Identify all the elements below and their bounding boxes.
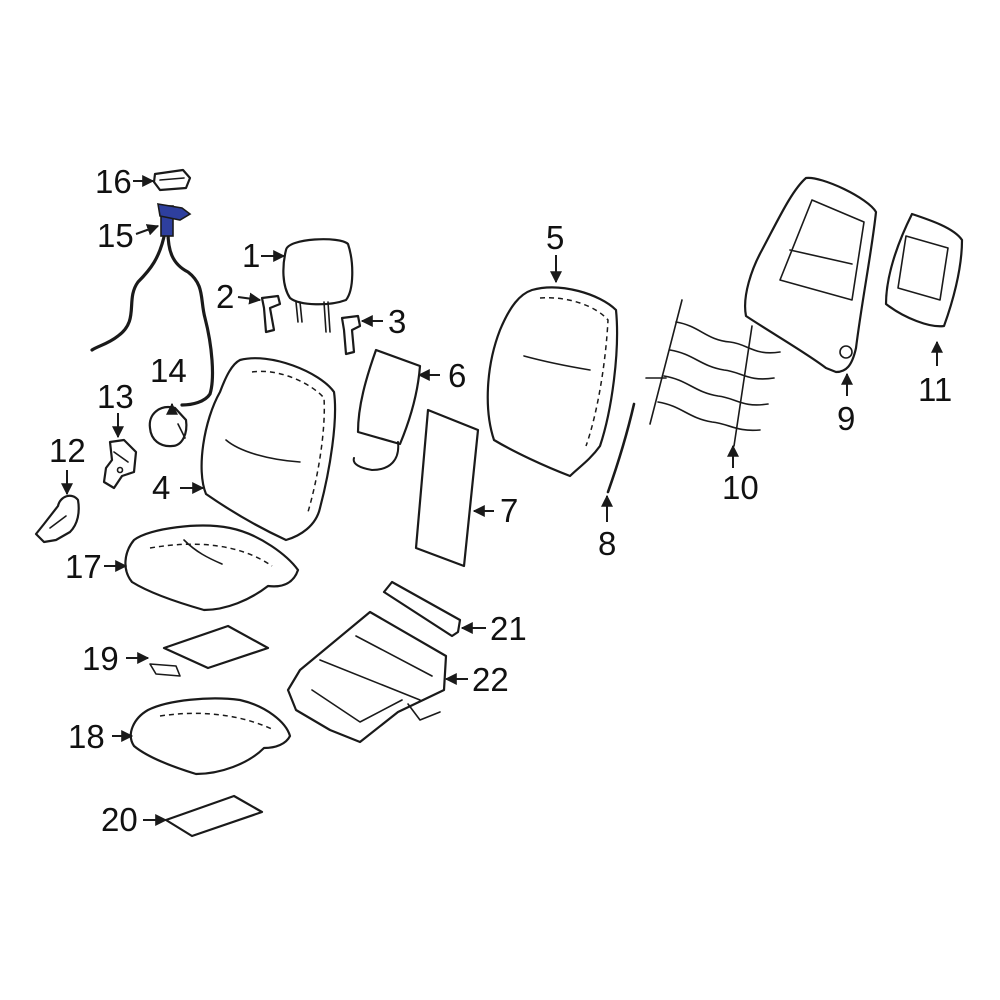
part-21-bar[interactable]	[382, 580, 462, 638]
part-20-pad[interactable]	[164, 794, 264, 838]
part-15-harness-connector[interactable]	[90, 203, 215, 407]
callout-8[interactable]: 8	[598, 525, 616, 562]
callout-1[interactable]: 1	[242, 237, 260, 274]
callout-21[interactable]: 21	[490, 610, 527, 647]
part-4-seatback-cover[interactable]	[200, 357, 337, 542]
callout-18[interactable]: 18	[68, 718, 105, 755]
callout-16[interactable]: 16	[95, 163, 132, 200]
callout-13[interactable]: 13	[97, 378, 134, 415]
callout-20[interactable]: 20	[101, 801, 138, 838]
part-3-headrest-guide-lock[interactable]	[340, 314, 362, 356]
callout-11[interactable]: 11	[918, 371, 952, 408]
part-19-heater-pad[interactable]	[149, 624, 270, 677]
callout-2[interactable]: 2	[216, 278, 234, 315]
part-7-pad[interactable]	[414, 408, 480, 568]
callout-17[interactable]: 17	[65, 548, 102, 585]
part-9-seatback-frame[interactable]	[744, 176, 878, 374]
callout-5[interactable]: 5	[546, 219, 564, 256]
part-10-lumbar-spring[interactable]	[645, 299, 781, 447]
part-11-rear-panel[interactable]	[884, 212, 964, 328]
part-14-cover-cap[interactable]	[148, 406, 188, 448]
callout-12[interactable]: 12	[49, 432, 86, 469]
callout-leaders	[61, 175, 943, 826]
part-6-heater-pad[interactable]	[352, 348, 422, 471]
callout-14[interactable]: 14	[150, 352, 187, 389]
part-12-side-trim[interactable]	[34, 494, 80, 544]
callout-15[interactable]: 15	[97, 217, 134, 254]
part-1-headrest[interactable]	[282, 238, 354, 333]
part-13-bracket[interactable]	[102, 438, 138, 490]
callout-7[interactable]: 7	[500, 492, 518, 529]
callout-4[interactable]: 4	[152, 469, 170, 506]
callout-3[interactable]: 3	[388, 303, 406, 340]
part-8-rod[interactable]	[606, 402, 636, 494]
callout-9[interactable]: 9	[837, 400, 855, 437]
callout-labels: 16 15 1 2 3 6 5 14 13 12 4 7 8 10 9 11 1…	[49, 163, 952, 838]
part-16-clip-cap[interactable]	[152, 168, 192, 192]
part-22-seat-frame[interactable]	[286, 610, 448, 744]
callout-22[interactable]: 22	[472, 661, 509, 698]
part-17-cushion-cover[interactable]	[124, 524, 300, 612]
callout-6[interactable]: 6	[448, 357, 466, 394]
callout-10[interactable]: 10	[722, 469, 759, 506]
callout-19[interactable]: 19	[82, 640, 119, 677]
part-2-headrest-guide[interactable]	[260, 294, 282, 334]
part-5-seatback-cushion[interactable]	[486, 286, 619, 478]
part-18-seat-cushion[interactable]	[129, 697, 292, 776]
